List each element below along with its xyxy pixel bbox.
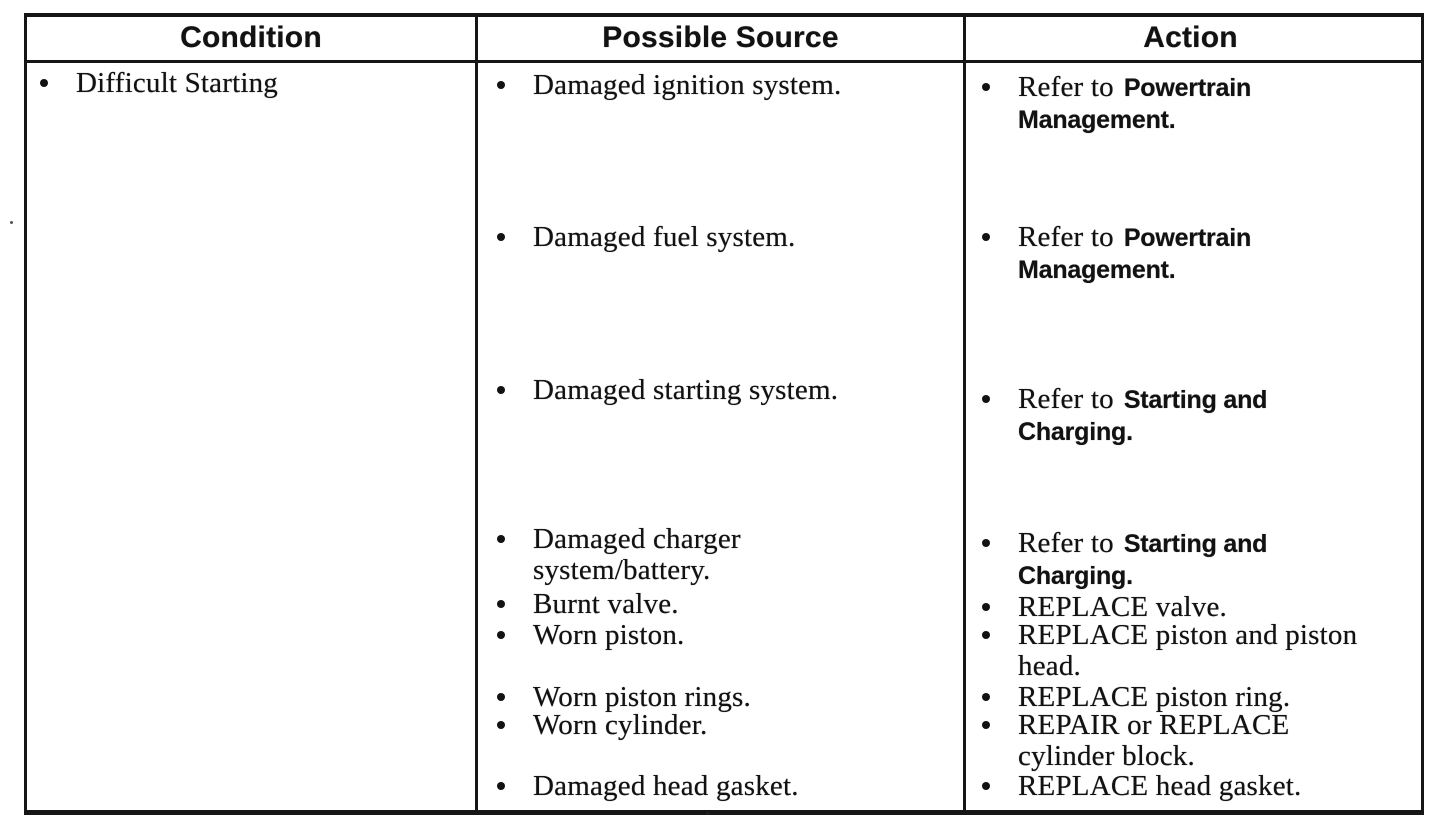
action-text: REPLACE head gasket. [1018,770,1302,802]
source-item: Worn cylinder. [495,710,919,741]
source-item: Worn piston rings. [495,682,919,713]
bullet-icon [982,539,990,547]
action-item: REPLACE valve. [980,592,1385,623]
bullet-icon [982,603,990,611]
bullet-icon [497,535,505,543]
bullet-icon [982,83,990,91]
condition-text: Difficult Starting [76,67,279,99]
column-header-condition: Condition [180,21,322,54]
condition-item: Difficult Starting [38,68,438,99]
action-text: REPLACE piston and piston head. [1018,619,1358,682]
column-separator-2 [963,17,966,810]
column-header-action: Action [1143,21,1238,54]
refer-prefix: Refer to [1018,221,1114,253]
header-separator-line [27,60,1421,63]
scan-speck [706,812,709,815]
source-item: Damaged head gasket. [495,771,919,802]
source-item: Worn piston. [495,620,919,651]
source-text: Worn piston rings. [533,681,751,713]
bullet-icon [497,721,505,729]
source-text: Damaged ignition system. [533,69,842,101]
action-item: REPLACE piston ring. [980,682,1385,713]
source-text: Damaged charger system/battery. [533,523,741,586]
refer-target: Starting and Charging. [1018,386,1268,446]
action-item: REPAIR or REPLACE cylinder block. [980,710,1385,772]
bullet-icon [497,81,505,89]
bullet-icon [497,386,505,394]
bullet-icon [982,233,990,241]
source-text: Damaged head gasket. [533,770,799,802]
bullet-icon [40,79,48,87]
bullet-icon [497,600,505,608]
source-item: Damaged fuel system. [495,222,919,253]
bullet-icon [497,782,505,790]
bullet-icon [982,395,990,403]
scan-speck [10,221,13,224]
action-item: REPLACE piston and piston head. [980,620,1385,682]
action-text: REPLACE valve. [1018,591,1228,623]
refer-prefix: Refer to [1018,383,1114,415]
refer-target: Starting and Charging. [1018,530,1268,590]
refer-target: Powertrain Management. [1018,74,1252,134]
source-text: Worn cylinder. [533,709,708,741]
action-item: REPLACE head gasket. [980,771,1385,802]
source-text: Burnt valve. [533,588,679,620]
source-text: Damaged starting system. [533,374,839,406]
refer-target: Powertrain Management. [1018,224,1252,284]
source-item: Damaged charger system/battery. [495,524,919,586]
column-header-possible-source: Possible Source [602,21,839,54]
bullet-icon [982,693,990,701]
source-text: Worn piston. [533,619,685,651]
bullet-icon [982,631,990,639]
source-item: Damaged starting system. [495,375,919,406]
bullet-icon [497,233,505,241]
source-item: Damaged ignition system. [495,70,919,101]
refer-prefix: Refer to [1018,527,1114,559]
bullet-icon [497,631,505,639]
column-separator-1 [475,17,478,810]
bullet-icon [982,721,990,729]
bullet-icon [982,782,990,790]
action-text: REPLACE piston ring. [1018,681,1291,713]
source-item: Burnt valve. [495,589,919,620]
source-text: Damaged fuel system. [533,221,796,253]
refer-prefix: Refer to [1018,71,1114,103]
action-text: REPAIR or REPLACE cylinder block. [1018,709,1290,772]
troubleshooting-table: Condition Possible Source Action Difficu… [24,13,1424,815]
bullet-icon [497,693,505,701]
